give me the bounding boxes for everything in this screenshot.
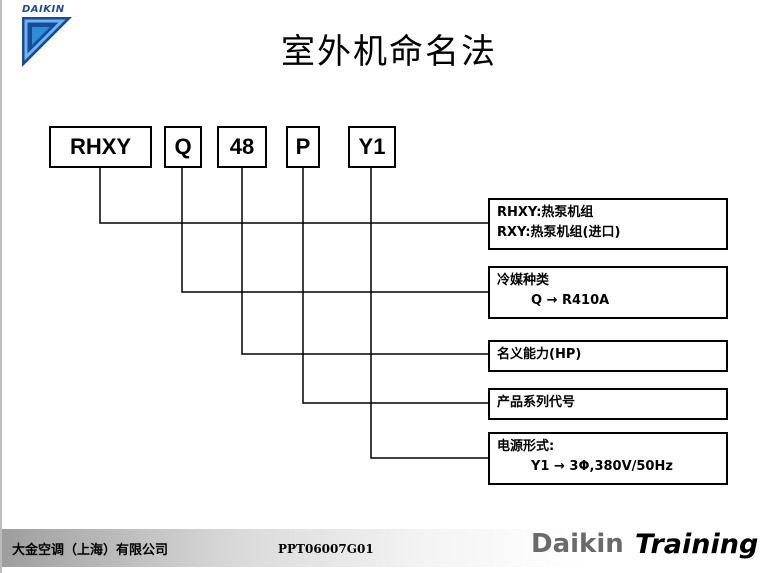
info-capacity: 名义能力(HP) <box>488 340 728 372</box>
connector-q <box>181 168 488 293</box>
code-product-text: P <box>295 134 311 159</box>
info-capacity-line1: 名义能力(HP) <box>497 347 582 362</box>
info-series: RHXY:热泵机组 RXY:热泵机组(进口) <box>488 198 728 250</box>
info-power: 电源形式: Y1 → 3Φ,380V/50Hz <box>488 432 728 485</box>
info-refrigerant-line2: Q → R410A <box>531 293 610 308</box>
training-label: Training <box>635 529 759 560</box>
info-power-line1: 电源形式: <box>497 439 555 454</box>
logo-text: DAIKIN <box>22 4 65 15</box>
code-capacity-text: 48 <box>229 134 255 159</box>
info-product-line1: 产品系列代号 <box>497 395 576 410</box>
connector-rhxy <box>99 168 488 224</box>
connector-48 <box>241 168 488 355</box>
footer-bar: 大金空调（上海）有限公司 PPT06007G01 Daikin Training <box>2 529 778 567</box>
code-product: P <box>286 126 320 168</box>
code-series-text: RHXY <box>69 134 132 159</box>
code-series: RHXY <box>49 126 152 168</box>
info-refrigerant-line1: 冷媒种类 <box>497 273 550 288</box>
document-code: PPT06007G01 <box>278 542 374 556</box>
page-title: 室外机命名法 <box>281 32 497 72</box>
code-refrigerant: Q <box>164 126 202 168</box>
info-power-line2: Y1 → 3Φ,380V/50Hz <box>531 459 673 474</box>
brand-name: Daikin <box>531 529 624 559</box>
daikin-logo: DAIKIN <box>22 4 84 70</box>
code-capacity: 48 <box>217 126 267 168</box>
slide-edge <box>0 0 2 573</box>
connector-p <box>302 168 488 404</box>
code-refrigerant-text: Q <box>174 134 192 159</box>
info-series-line1: RHXY:热泵机组 <box>497 205 594 220</box>
code-power-text: Y1 <box>358 134 386 159</box>
info-refrigerant: 冷媒种类 Q → R410A <box>488 266 728 319</box>
info-series-line2: RXY:热泵机组(进口) <box>497 225 621 240</box>
connector-y1 <box>370 168 488 459</box>
info-product: 产品系列代号 <box>488 388 728 420</box>
logo-triangle-icon <box>22 17 72 67</box>
code-power: Y1 <box>348 126 396 168</box>
company-name: 大金空调（上海）有限公司 <box>12 543 169 558</box>
